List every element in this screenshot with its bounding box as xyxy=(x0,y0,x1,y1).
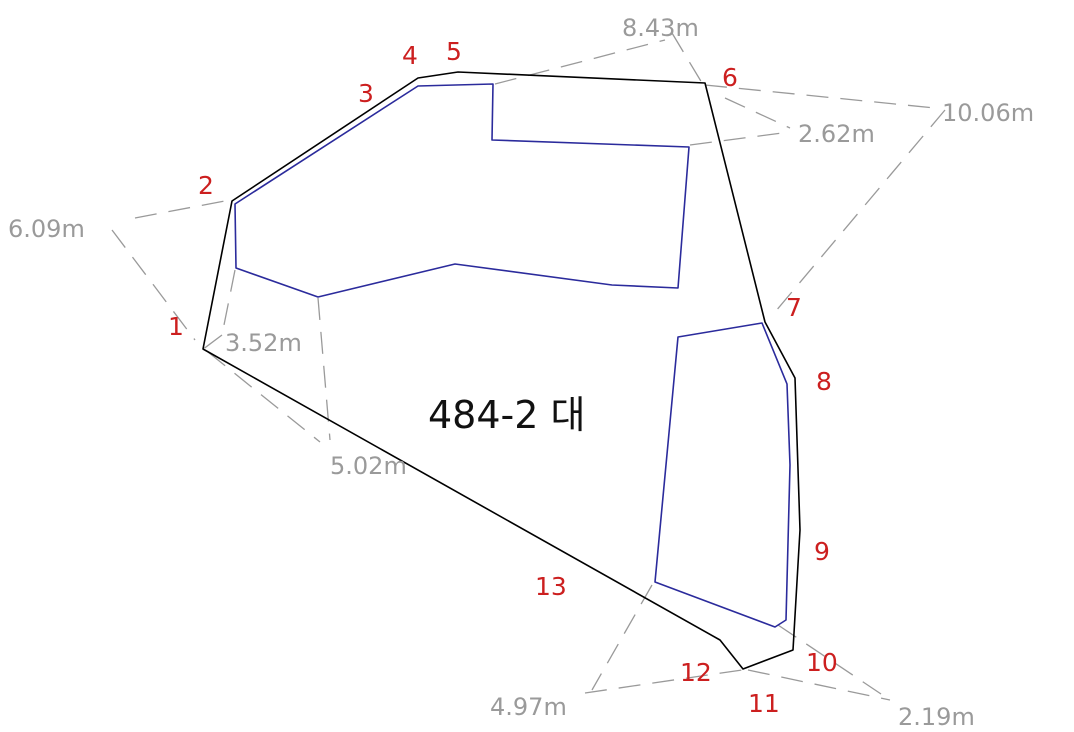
dimension-labels: 8.43m 10.06m 2.62m 6.09m 3.52m 5.02m 4.9… xyxy=(8,14,1034,731)
leader-2.62m-b xyxy=(689,131,791,146)
leader-10.06m-diag xyxy=(769,109,946,319)
point-numbers: 1 2 3 4 5 6 7 8 9 10 11 12 13 xyxy=(168,37,838,718)
parcel-boundary xyxy=(202,71,801,670)
dimension-3.52m: 3.52m xyxy=(225,329,302,357)
leader-10.06m-top xyxy=(704,84,936,109)
leader-2.62m-a xyxy=(724,97,791,129)
point-1: 1 xyxy=(168,312,184,341)
point-4: 4 xyxy=(402,41,418,70)
point-10: 10 xyxy=(806,648,838,677)
point-7: 7 xyxy=(786,293,802,322)
dimension-8.43m: 8.43m xyxy=(622,14,699,42)
leader-8.43m xyxy=(494,39,666,85)
leader-2.19m-a xyxy=(747,669,891,701)
leader-6.09m-a xyxy=(134,199,231,219)
leader-8.43m-tick xyxy=(671,32,703,84)
leader-4.97m-a xyxy=(591,584,653,691)
dimension-6.09m: 6.09m xyxy=(8,215,85,243)
point-8: 8 xyxy=(816,367,832,396)
dimension-2.62m: 2.62m xyxy=(798,120,875,148)
leader-5.02m-b xyxy=(207,351,321,443)
point-13: 13 xyxy=(535,572,567,601)
parcel-label: 484-2 대 xyxy=(428,393,585,437)
leader-3.52m-b xyxy=(201,334,223,351)
building-north xyxy=(234,83,690,298)
building-southeast xyxy=(654,322,791,628)
point-6: 6 xyxy=(722,63,738,92)
point-9: 9 xyxy=(814,537,830,566)
dimension-5.02m: 5.02m xyxy=(330,452,407,480)
point-2: 2 xyxy=(198,171,214,200)
dimension-leader-lines xyxy=(111,32,946,701)
dimension-10.06m: 10.06m xyxy=(942,99,1034,127)
point-3: 3 xyxy=(358,79,374,108)
leader-6.09m-b xyxy=(111,229,196,341)
building-footprints xyxy=(234,83,791,628)
point-5: 5 xyxy=(446,37,462,66)
leader-5.02m-a xyxy=(317,297,331,441)
leader-2.19m-b xyxy=(777,624,891,701)
leader-4.97m-b xyxy=(584,669,743,694)
leader-3.52m-a xyxy=(221,269,236,336)
point-12: 12 xyxy=(680,658,712,687)
dimension-2.19m: 2.19m xyxy=(898,703,975,731)
dimension-4.97m: 4.97m xyxy=(490,693,567,721)
point-11: 11 xyxy=(748,689,780,718)
